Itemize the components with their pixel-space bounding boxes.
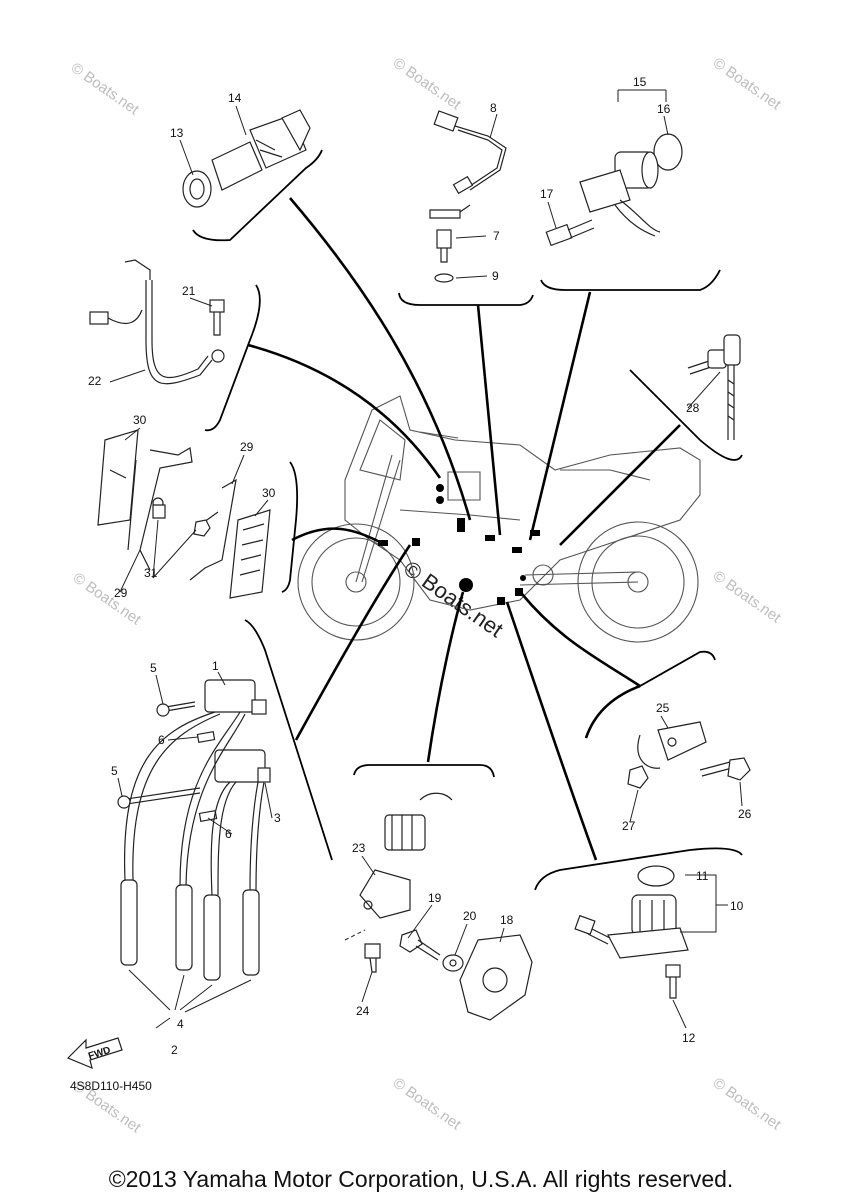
callout-number: 27 [622,819,636,833]
callout-labels: 1 2 3 4 5 5 6 6 7 8 9 10 11 12 13 14 15 … [88,75,752,1057]
watermark: © Boats.net [390,54,465,113]
callout-number: 29 [114,586,128,600]
callout-number: 6 [225,827,232,841]
callout-number: 5 [111,764,118,778]
part-sidestand-switch [687,334,741,440]
group-brackets [192,149,743,891]
callout-number: 8 [490,101,497,115]
callout-number: 15 [633,75,647,89]
callout-number: 5 [150,661,157,675]
callout-number: 12 [682,1031,696,1045]
watermark: © Boats.net [710,54,785,113]
part-battery-lead [89,259,225,385]
callout-number: 31 [144,566,158,580]
callout-number: 7 [493,229,500,243]
callout-number: 20 [463,909,477,923]
motorcycle-outline [297,395,701,643]
callout-number: 23 [352,841,366,855]
callout-brackets [155,89,728,1029]
part-level-sensor [574,865,689,999]
callout-number: 3 [274,811,281,825]
callout-number: 4 [177,1017,184,1031]
copyright-notice: ©2013 Yamaha Motor Corporation, U.S.A. A… [108,1166,734,1192]
callout-number: 2 [171,1043,178,1057]
callout-number: 11 [696,869,709,883]
location-marks [378,484,540,605]
callout-number: 16 [657,102,671,116]
part-ignition-coils [117,679,271,1013]
fwd-arrow-icon: FWD [66,1037,123,1070]
diagram-code: 4S8D110-H450 [70,1079,152,1093]
part-pickup-coil [344,792,533,1021]
callout-number: 13 [170,126,184,140]
watermark: © Boats.net [68,59,143,118]
callout-number: 21 [182,284,196,298]
leader-lines [247,197,681,861]
callout-number: 30 [262,486,276,500]
callout-number: 6 [158,733,165,747]
part-thermo-sensor [182,109,311,208]
watermark: © Boats.net [70,569,145,628]
label-ticks [109,105,743,1029]
part-switch-lead [429,110,507,283]
watermark: © Boats.net [710,567,785,626]
callout-number: 9 [492,269,499,283]
callout-number: 18 [500,913,514,927]
callout-number: 30 [133,413,147,427]
watermark: © Boats.net [710,1074,785,1133]
callout-number: 1 [212,659,219,673]
part-speed-sensor [545,133,683,247]
watermark: © Boats.net [390,1074,465,1133]
callout-number: 19 [428,891,442,905]
callout-number: 10 [730,899,744,913]
part-reflectors [97,429,271,599]
callout-number: 28 [686,401,700,415]
callout-number: 29 [240,440,254,454]
callout-number: 14 [228,91,242,105]
part-neutral-sensor [627,721,751,789]
callout-number: 22 [88,374,102,388]
callout-number: 24 [356,1004,370,1018]
callout-number: 25 [656,701,670,715]
callout-number: 17 [540,187,554,201]
callout-number: 26 [738,807,752,821]
